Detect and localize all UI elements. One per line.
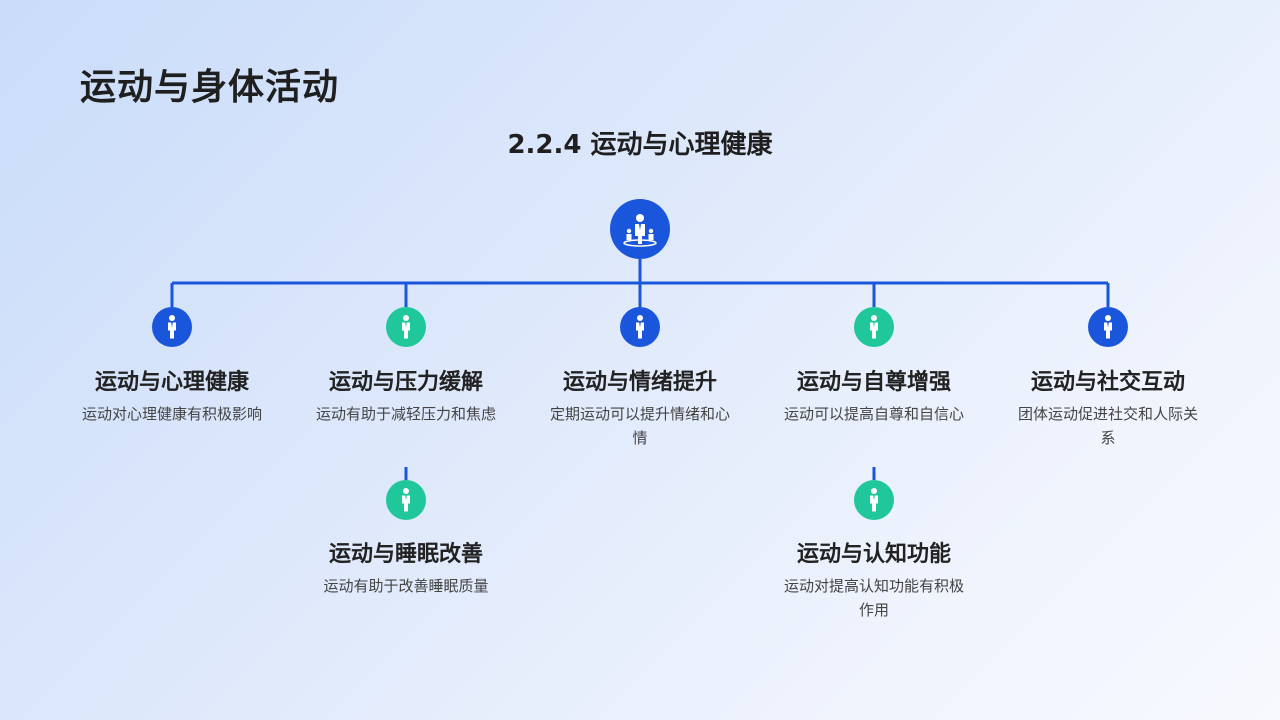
node-title: 运动与自尊增强	[796, 370, 951, 395]
node-title: 运动与社交互动	[1030, 370, 1185, 395]
sub-node-title: 运动与认知功能	[796, 542, 951, 567]
node-description: 定期运动可以提升情绪和心情	[550, 405, 731, 447]
sub-node-description: 运动对提高认知功能有积极作用	[784, 577, 965, 619]
node-title: 运动与心理健康	[94, 370, 249, 395]
person-icon	[854, 307, 894, 347]
node-description: 团体运动促进社交和人际关系	[1018, 405, 1199, 447]
node-description: 运动有助于减轻压力和焦虑	[315, 405, 496, 423]
person-icon	[386, 307, 426, 347]
page-title: 运动与身体活动	[80, 67, 340, 108]
person-icon	[1088, 307, 1128, 347]
person-icon	[854, 480, 894, 520]
person-icon	[152, 307, 192, 347]
person-icon	[386, 480, 426, 520]
node-title: 运动与压力缓解	[328, 370, 483, 395]
node-title: 运动与情绪提升	[562, 370, 717, 395]
sub-node-title: 运动与睡眠改善	[328, 542, 483, 567]
person-icon	[620, 307, 660, 347]
section-title: 2.2.4 运动与心理健康	[507, 130, 773, 160]
node-description: 运动可以提高自尊和自信心	[783, 405, 964, 423]
node-description: 运动对心理健康有积极影响	[82, 405, 263, 423]
sub-node-description: 运动有助于改善睡眠质量	[323, 577, 489, 595]
people-group-icon	[610, 199, 670, 259]
